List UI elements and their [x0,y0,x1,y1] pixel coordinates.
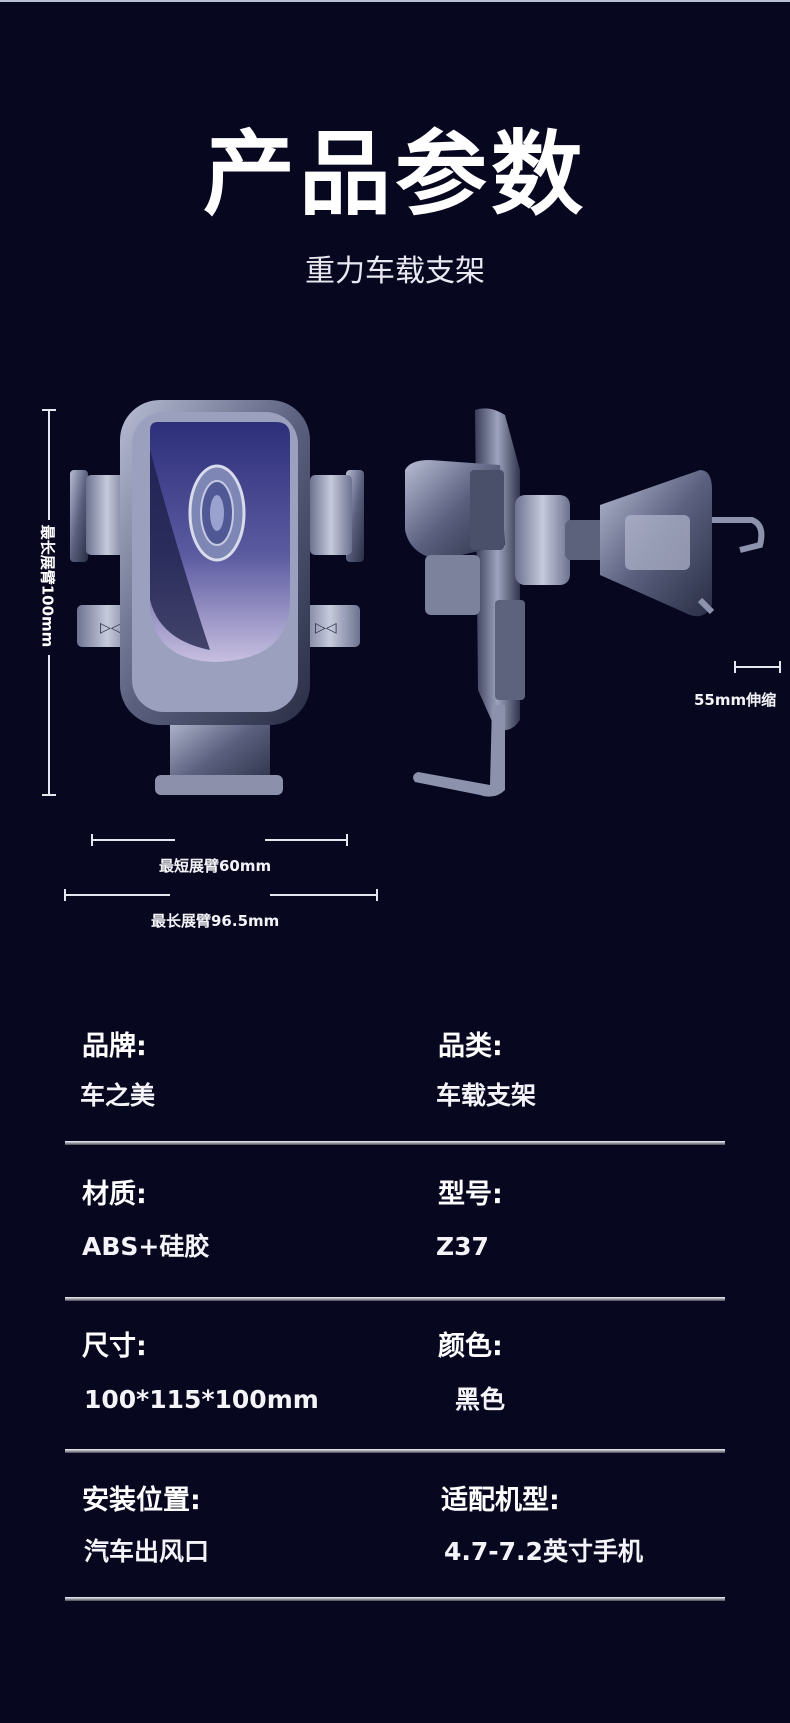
product-illustration: ▷◁ ▷◁ [42,400,781,901]
color-value: 黑色 [455,1385,506,1414]
install-location-label: 安装位置: [82,1485,201,1516]
category-label: 品类: [438,1031,503,1062]
depth-dimension-label: 55mm伸缩 [694,691,777,709]
short-arm-dimension-line [91,834,348,846]
spec-divider [65,1597,725,1601]
model-label: 型号: [438,1179,503,1210]
long-arm-dimension-line [64,889,378,901]
color-label: 颜色: [438,1331,503,1362]
svg-text:▷◁: ▷◁ [100,620,122,636]
material-label: 材质: [82,1179,147,1210]
spec-divider [65,1297,725,1301]
page-title: 产品参数 [202,121,587,228]
holder-side-view [405,408,765,797]
size-value: 100*115*100mm [84,1385,319,1414]
install-location-value: 汽车出风口 [84,1537,210,1566]
vertical-dimension-line [42,409,56,796]
model-value: Z37 [436,1232,489,1261]
long-arm-dimension-label: 最长展臂96.5mm [151,912,280,930]
short-arm-dimension-label: 最短展臂60mm [159,857,272,875]
holder-front-view: ▷◁ ▷◁ [70,400,364,795]
svg-text:▷◁: ▷◁ [315,620,337,636]
page-subtitle: 重力车载支架 [305,254,485,289]
spec-divider [65,1141,725,1145]
brand-value: 车之美 [80,1081,156,1110]
spec-divider [65,1449,725,1453]
category-value: 车载支架 [436,1081,537,1110]
material-value: ABS+硅胶 [82,1232,210,1261]
brand-label: 品牌: [82,1031,147,1062]
compatible-models-label: 适配机型: [441,1485,560,1516]
compatible-models-value: 4.7-7.2英寸手机 [444,1537,643,1566]
depth-dimension-line [734,661,781,673]
vertical-dimension-label: 最长展臂100mm [38,524,57,648]
size-label: 尺寸: [82,1331,147,1362]
top-border-line [0,0,790,2]
